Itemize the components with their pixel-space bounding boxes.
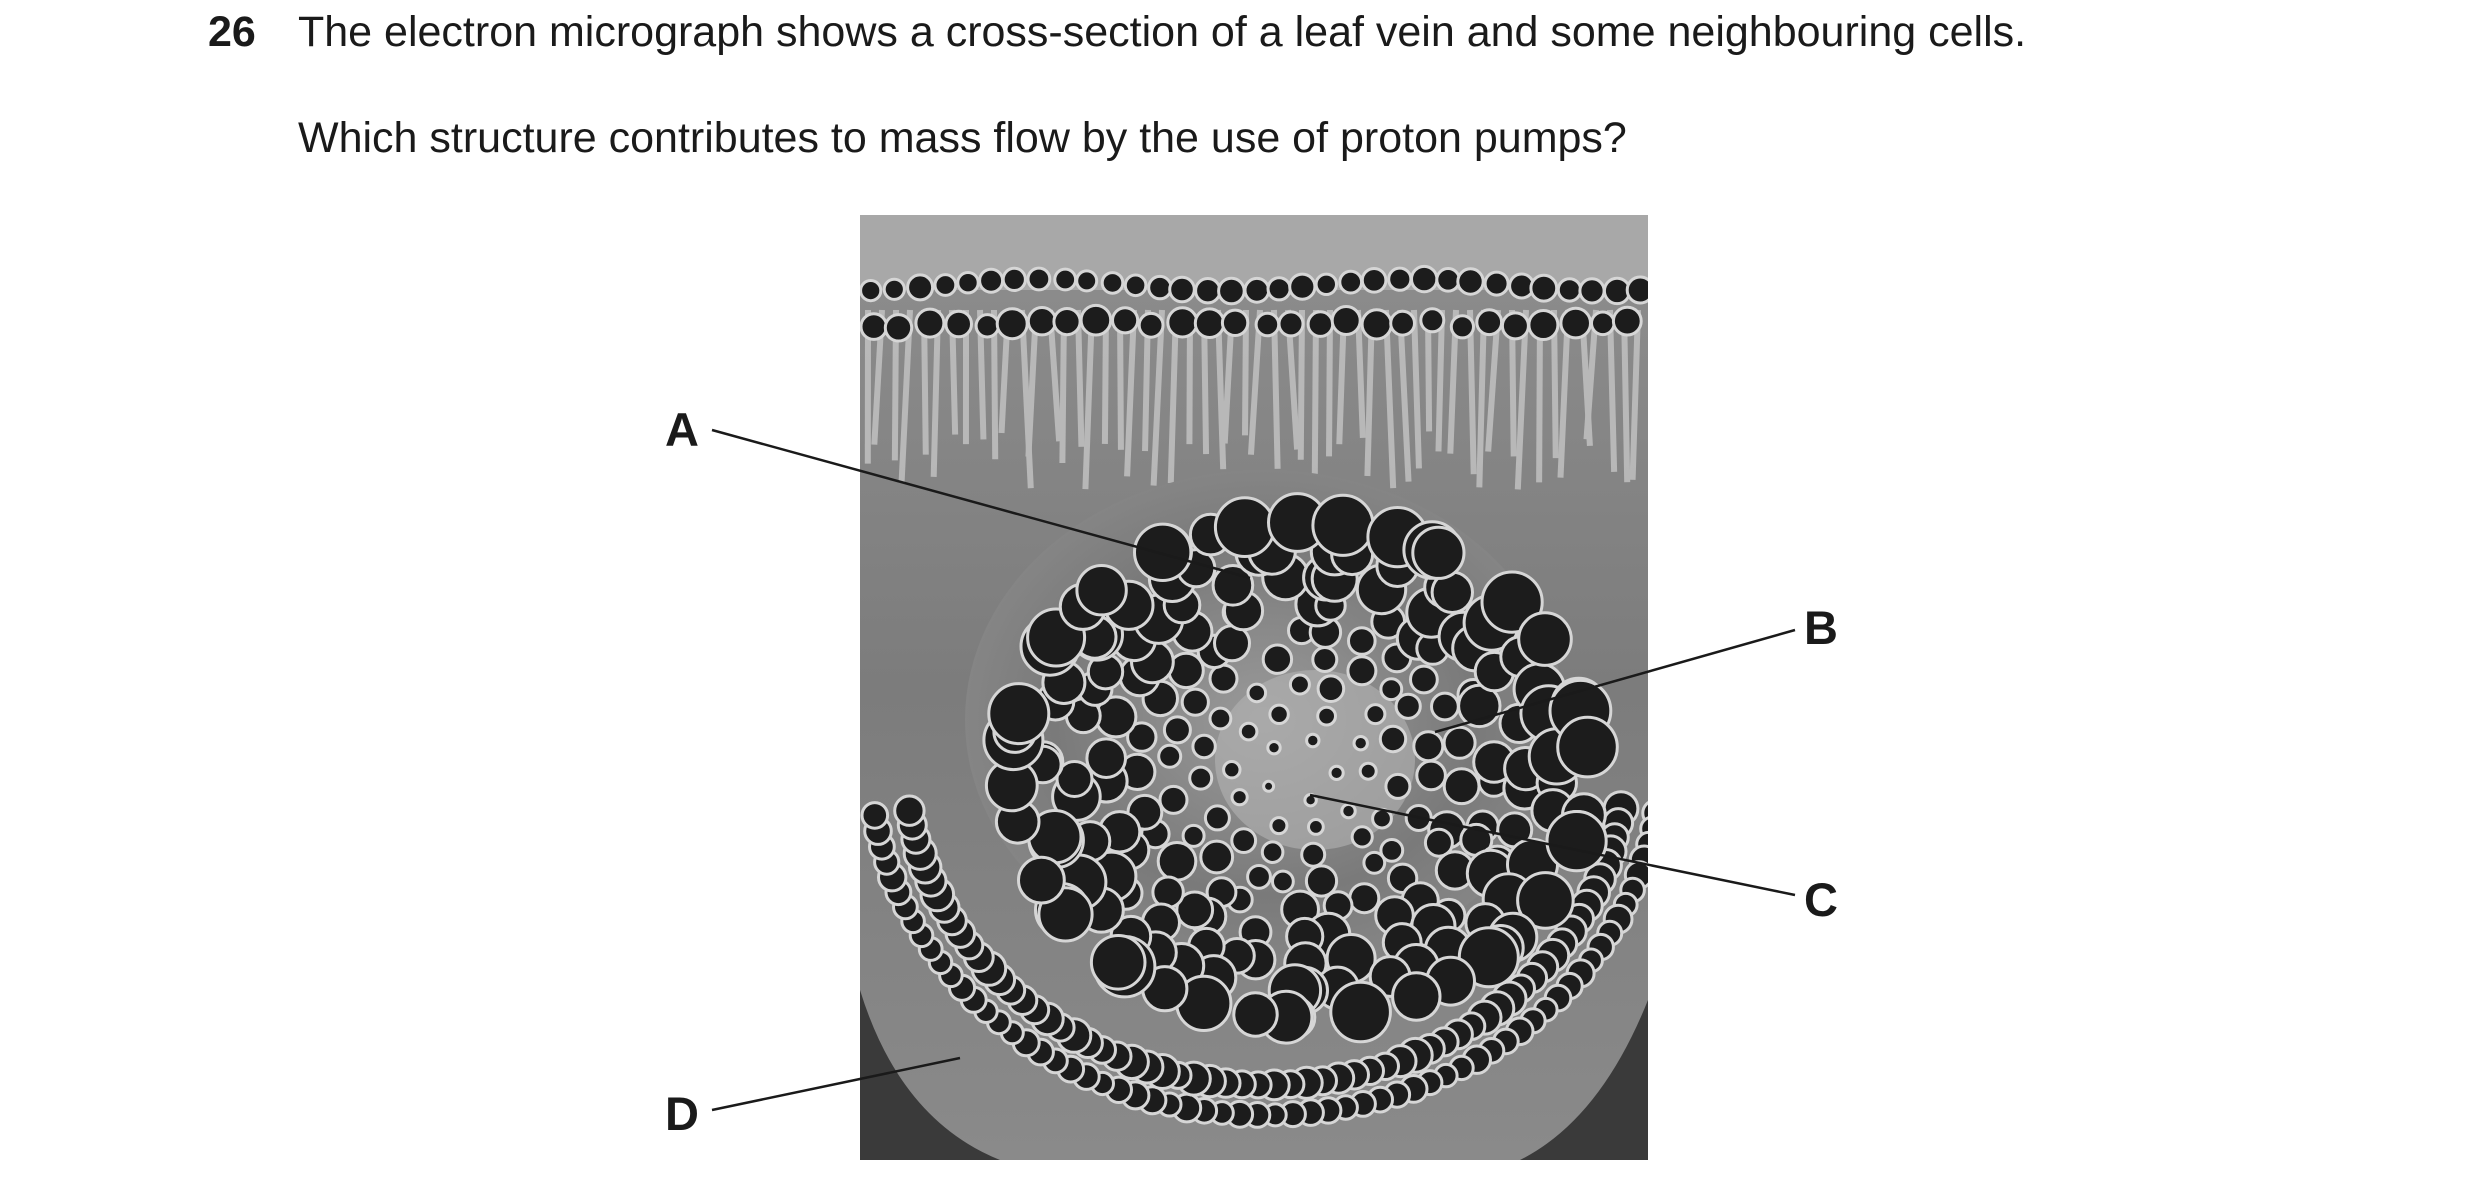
label-a: A [665,403,699,456]
electron-micrograph [860,215,1648,1160]
question-stem: The electron micrograph shows a cross-se… [298,8,2027,56]
label-b: B [1804,601,1838,654]
pointer-line-c [1309,793,1796,897]
pointer-line-a [711,428,1251,580]
label-c: C [1804,873,1838,926]
question-number: 26 [208,8,256,56]
label-d: D [665,1087,699,1140]
pointer-line-d [711,1056,961,1112]
label-pointer-lines [711,428,1796,1112]
question-prompt: Which structure contributes to mass flow… [298,114,1627,162]
pointer-line-b [1434,628,1796,734]
